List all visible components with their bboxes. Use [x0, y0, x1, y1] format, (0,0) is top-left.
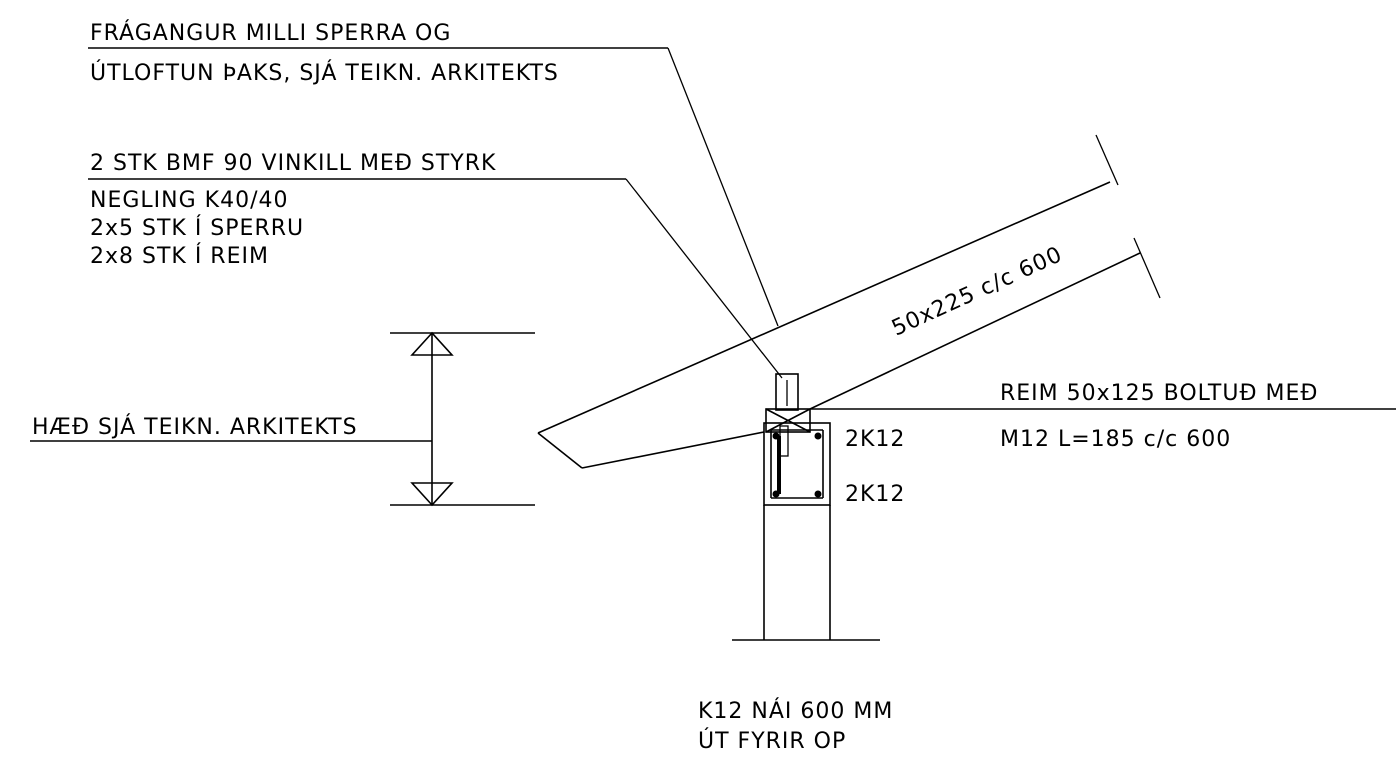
vinkill-label-line1: 2 STK BMF 90 VINKILL MEÐ STYRK	[90, 151, 496, 176]
rebar-top-left	[772, 432, 780, 440]
height-top-arrow-icon	[410, 331, 454, 356]
k12-note-line1: K12 NÁI 600 MM	[698, 698, 893, 724]
rafter-end-cut	[537, 432, 583, 469]
vinkill-label-line4: 2x8 STK Í REIM	[90, 243, 269, 269]
rebar-top-label: 2K12	[845, 427, 905, 452]
rebar-bottom-right	[814, 490, 822, 498]
beam-section	[763, 422, 831, 506]
angle-bracket	[775, 373, 799, 411]
wall-plate: REIM 50x125 BOLTUÐ MEÐ M12 L=185 c/c 600	[765, 381, 1396, 452]
rafter-top-edge	[537, 181, 1111, 434]
fragangur-leader	[667, 47, 779, 327]
height-bottom-arrow-icon	[410, 482, 454, 507]
bracket-body	[775, 373, 799, 411]
haed-label: HÆÐ SJÁ TEIKN. ARKITEKTS	[32, 414, 358, 440]
fragangur-label-line1: FRÁGANGUR MILLI SPERRA OG	[90, 20, 451, 46]
rebar-bottom-left	[772, 490, 780, 498]
rebar-top-right	[814, 432, 822, 440]
k12-note: K12 NÁI 600 MM ÚT FYRIR OP	[698, 698, 893, 754]
reim-label-line2: M12 L=185 c/c 600	[1000, 427, 1231, 452]
vinkill-label-line2: NEGLING K40/40	[90, 188, 288, 213]
fragangur-callout: FRÁGANGUR MILLI SPERRA OG ÚTLOFTUN ÞAKS,…	[88, 20, 779, 327]
wall	[732, 505, 880, 641]
rafter-size-label: 50x225 c/c 600	[888, 242, 1066, 341]
reim-label-line1: REIM 50x125 BOLTUÐ MEÐ	[1000, 381, 1318, 406]
plate-cross-2	[765, 408, 811, 433]
rafter-break-bottom	[1133, 237, 1161, 299]
concrete-beam: 2K12 2K12	[763, 422, 905, 507]
vinkill-callout: 2 STK BMF 90 VINKILL MEÐ STYRK NEGLING K…	[88, 151, 783, 379]
height-dimension: HÆÐ SJÁ TEIKN. ARKITEKTS	[30, 331, 535, 507]
vinkill-label-line3: 2x5 STK Í SPERRU	[90, 215, 304, 241]
rafter-bottom-edge-left	[581, 431, 765, 469]
rebar-bottom-label: 2K12	[845, 482, 905, 507]
rafter-bottom-edge-right	[809, 252, 1141, 410]
rafter-break-top	[1095, 134, 1119, 186]
fragangur-label-line2: ÚTLOFTUN ÞAKS, SJÁ TEIKN. ARKITEKTS	[90, 60, 559, 86]
k12-note-line2: ÚT FYRIR OP	[698, 728, 846, 754]
vinkill-leader	[625, 178, 783, 379]
